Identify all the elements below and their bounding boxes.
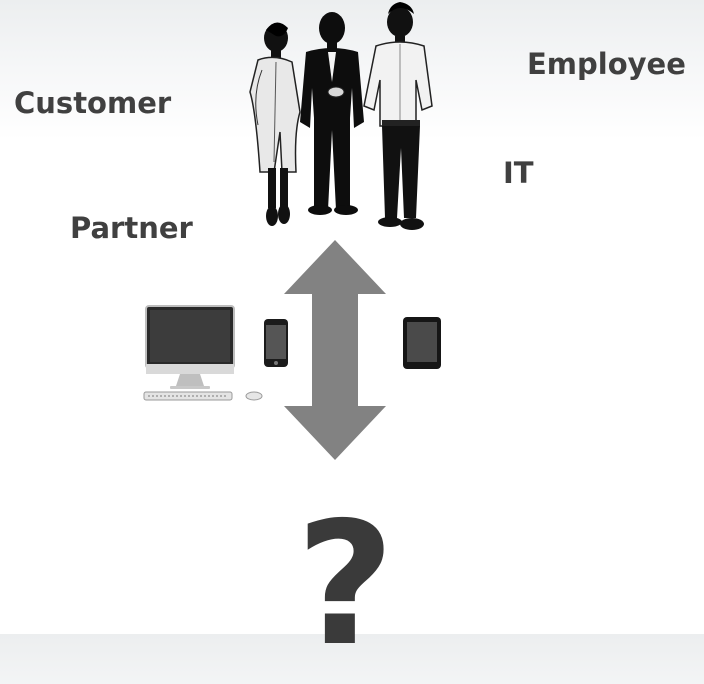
employee-label: Employee bbox=[527, 47, 686, 81]
question-mark: ? bbox=[296, 486, 395, 684]
partner-label: Partner bbox=[70, 211, 193, 245]
bidirectional-arrow-icon bbox=[284, 240, 386, 460]
customer-label: Customer bbox=[14, 86, 172, 120]
smartphone-icon bbox=[264, 319, 288, 367]
people-group-icon bbox=[249, 2, 433, 230]
desktop-computer-icon bbox=[143, 305, 263, 401]
tablet-icon bbox=[403, 317, 441, 369]
it-label: IT bbox=[503, 156, 534, 190]
